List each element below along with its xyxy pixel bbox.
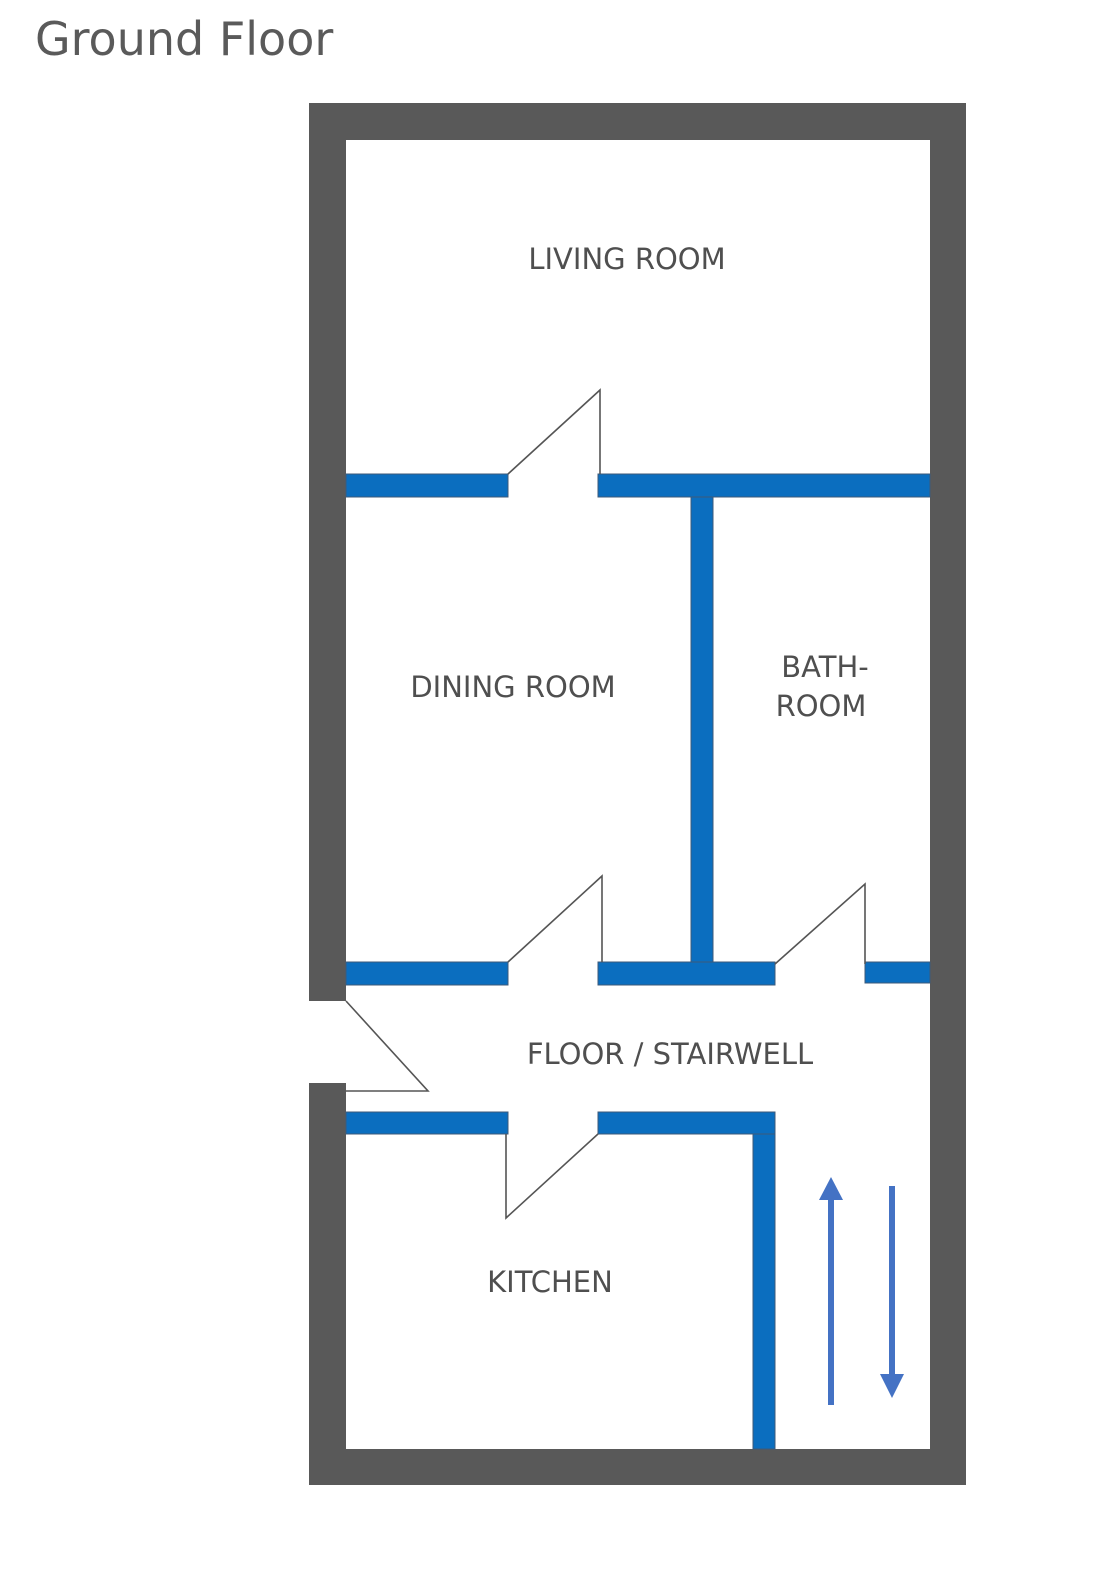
label-living-room: LIVING ROOM: [528, 242, 725, 276]
wall-living-dining-left: [345, 473, 509, 498]
label-bathroom-line1: BATH-: [781, 650, 868, 684]
wall-kitchen-floor-left: [345, 1111, 509, 1135]
wall-dining-bath: [690, 496, 714, 964]
outer-wall-bottom: [309, 1449, 966, 1485]
wall-dining-floor-left: [345, 961, 509, 986]
outer-walls: [309, 103, 966, 1485]
wall-living-bath: [597, 473, 931, 498]
wall-kitchen-stairs: [752, 1133, 776, 1450]
door-living-dining: [507, 388, 601, 475]
label-dining-room: DINING ROOM: [410, 670, 615, 704]
door-entrance: [345, 1000, 430, 1092]
stair-arrow-down-icon: [880, 1186, 904, 1398]
inner-walls: [345, 473, 931, 1450]
door-kitchen-floor: [505, 1133, 599, 1220]
outer-wall-left-upper: [309, 103, 346, 1001]
outer-wall-right: [930, 103, 966, 1485]
label-kitchen: KITCHEN: [487, 1265, 613, 1299]
outer-wall-left-lower: [309, 1083, 346, 1485]
outer-wall-top: [309, 103, 966, 140]
label-bathroom-line2: ROOM: [776, 689, 867, 723]
wall-bath-floor-right: [864, 961, 931, 984]
door-dining-floor: [507, 874, 603, 963]
page-title: Ground Floor: [35, 12, 334, 66]
door-bath-floor: [774, 882, 866, 965]
wall-dining-floor-right: [597, 961, 776, 986]
stair-arrow-up-icon: [819, 1177, 843, 1405]
doors: [345, 388, 866, 1220]
wall-kitchen-floor-right: [597, 1111, 776, 1135]
label-floor-stairwell: FLOOR / STAIRWELL: [527, 1037, 813, 1071]
